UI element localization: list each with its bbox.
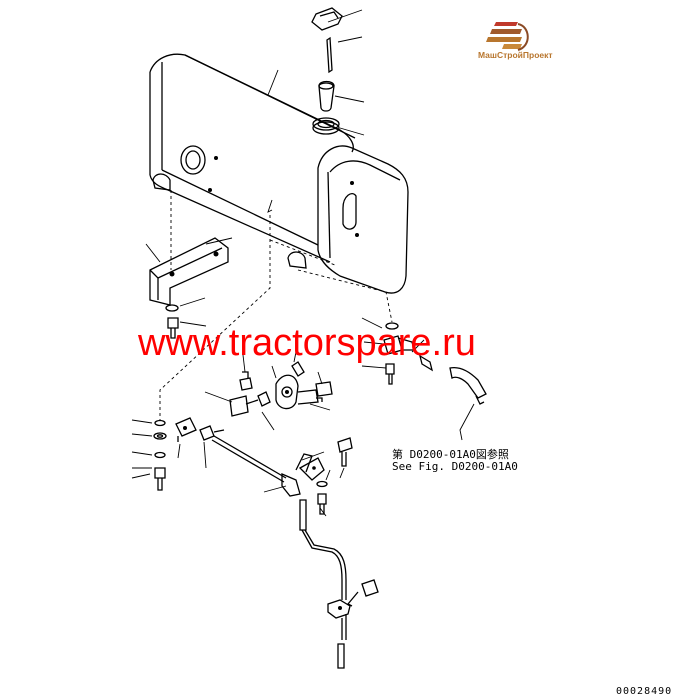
figure-reference-english: See Fig. D0200-01A0 — [392, 460, 518, 473]
drawing-number: 00028490 — [616, 686, 673, 697]
fuel-pipe-run — [211, 435, 379, 669]
company-logo-text: МашСтройПроект — [478, 50, 553, 60]
tank-bracket — [145, 190, 233, 339]
filler-cap-group — [267, 7, 365, 136]
fuel-tank — [149, 53, 409, 294]
company-logo — [486, 22, 529, 51]
drain-line — [159, 199, 487, 441]
figure-reference-japanese: 第 D0200-01A0図参照 — [392, 448, 509, 461]
valve-cluster — [204, 351, 333, 431]
watermark-url: www.tractorspare.ru — [138, 322, 476, 364]
left-hardware-stack — [131, 417, 225, 491]
